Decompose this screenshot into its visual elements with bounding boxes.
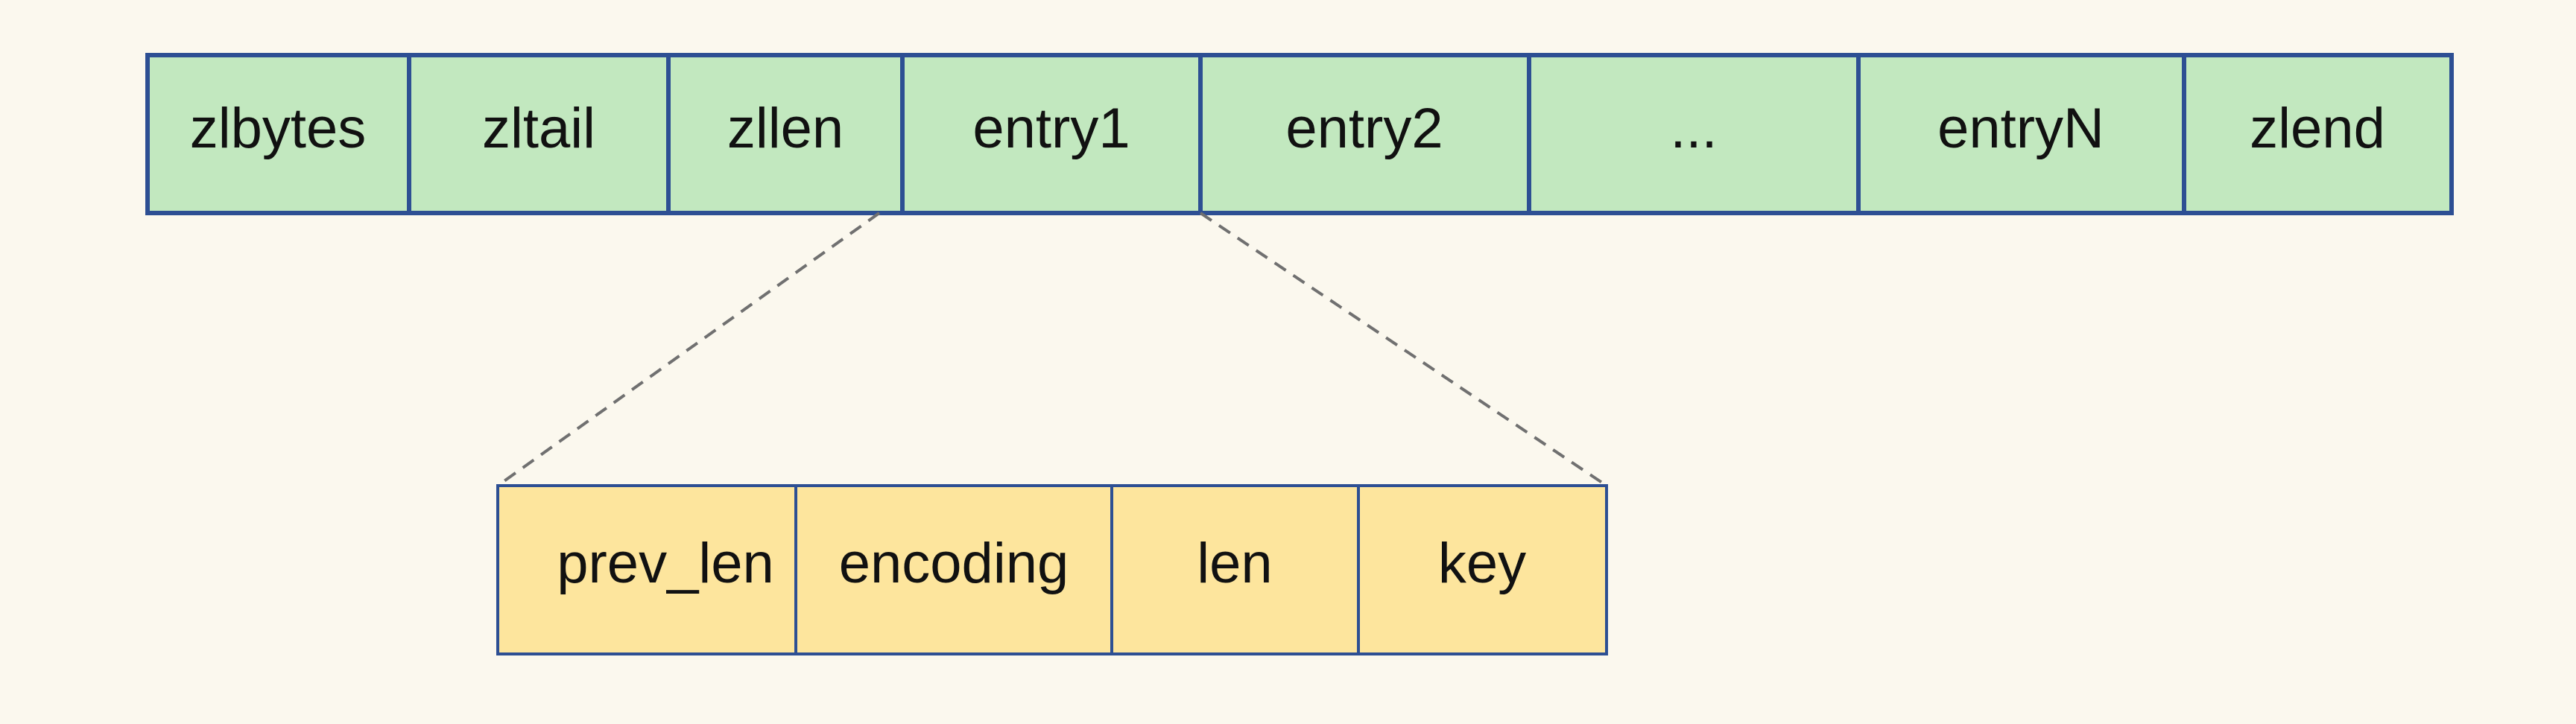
entry-detail-row: prev_len encoding len key [496, 484, 1608, 655]
encoding-label: encoding [839, 532, 1069, 595]
entry1-cell: entry1 [900, 53, 1203, 215]
ziplist-row: zlbytes zltail zllen entry1 entry2 ... e… [145, 53, 2454, 215]
zltail-label: zltail [482, 97, 595, 160]
len-label: len [1197, 532, 1272, 595]
encoding-cell: encoding [794, 484, 1113, 655]
left-connector-line [496, 212, 881, 487]
ellipsis-label: ... [1670, 97, 1717, 160]
zltail-cell: zltail [407, 53, 671, 215]
entry2-cell: entry2 [1198, 53, 1531, 215]
right-connector-line [1199, 212, 1608, 487]
entry2-label: entry2 [1285, 97, 1443, 160]
zlbytes-label: zlbytes [190, 97, 367, 160]
entry1-label: entry1 [972, 97, 1130, 160]
entryN-cell: entryN [1856, 53, 2186, 215]
zllen-label: zllen [727, 97, 844, 160]
ellipsis-cell: ... [1527, 53, 1861, 215]
zlend-label: zlend [2250, 97, 2385, 160]
zllen-cell: zllen [666, 53, 905, 215]
key-label: key [1438, 532, 1526, 595]
zlbytes-cell: zlbytes [145, 53, 411, 215]
entry-connectors [496, 212, 1608, 487]
key-cell: key [1357, 484, 1608, 655]
zlend-cell: zlend [2182, 53, 2454, 215]
len-cell: len [1110, 484, 1360, 655]
prev-len-cell: prev_len [496, 484, 797, 655]
entryN-label: entryN [1937, 97, 2104, 160]
prev-len-label: prev_len [557, 532, 774, 595]
